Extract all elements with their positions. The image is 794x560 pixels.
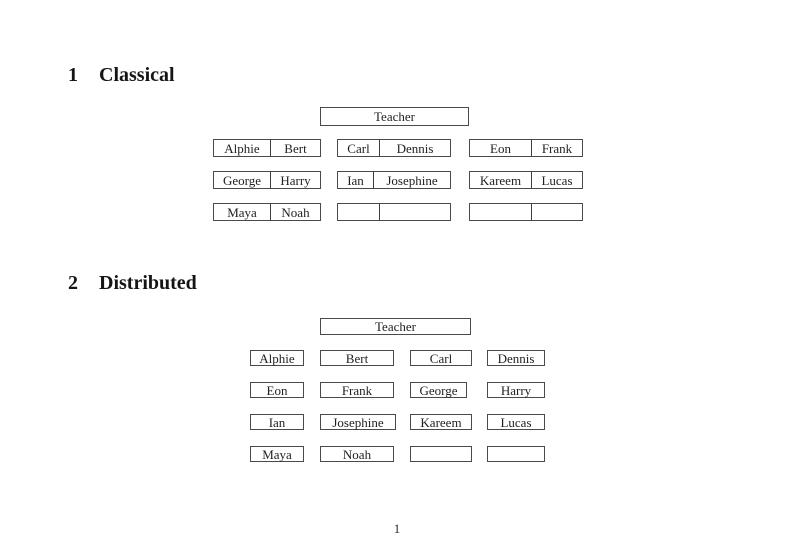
desk-maya: Maya [250, 446, 304, 462]
seat-noah: Noah [281, 204, 310, 220]
desk-ian: Ian [250, 414, 304, 430]
classical-table-alphie-bert: Alphie Bert [213, 139, 321, 157]
teacher-label: Teacher [375, 319, 416, 334]
seat-eon: Eon [470, 140, 532, 156]
classical-table-george-harry: George Harry [213, 171, 321, 189]
seat-josephine: Josephine [386, 172, 438, 188]
seat-frank: Frank [541, 140, 573, 156]
teacher-box-classical: Teacher [320, 107, 469, 126]
seat-ian: Ian [338, 172, 374, 188]
section-heading-classical: 1 Classical [68, 65, 175, 85]
desk-dennis: Dennis [487, 350, 545, 366]
desk-frank: Frank [320, 382, 394, 398]
desk-harry: Harry [487, 382, 545, 398]
classical-table-maya-noah: Maya Noah [213, 203, 321, 221]
seat-bert: Bert [284, 140, 307, 156]
desk-noah: Noah [320, 446, 394, 462]
page-number: 1 [393, 521, 401, 536]
seat-kareem: Kareem [470, 172, 532, 188]
desk-carl: Carl [410, 350, 472, 366]
seat-empty [532, 204, 582, 220]
seat-lucas: Lucas [541, 172, 573, 188]
seat-george: George [214, 172, 271, 188]
desk-george: George [410, 382, 467, 398]
desk-bert: Bert [320, 350, 394, 366]
desk-eon: Eon [250, 382, 304, 398]
section-number: 2 [68, 272, 78, 294]
desk-empty-2 [487, 446, 545, 462]
section-heading-distributed: 2 Distributed [68, 273, 197, 293]
classical-table-empty-1 [337, 203, 451, 221]
seat-empty [380, 204, 450, 220]
section-title: Classical [99, 64, 175, 86]
desk-empty-1 [410, 446, 472, 462]
desk-josephine: Josephine [320, 414, 396, 430]
desk-lucas: Lucas [487, 414, 545, 430]
seat-maya: Maya [214, 204, 271, 220]
classical-table-empty-2 [469, 203, 583, 221]
seat-carl: Carl [338, 140, 380, 156]
seat-empty [470, 204, 532, 220]
section-number: 1 [68, 64, 78, 86]
desk-kareem: Kareem [410, 414, 472, 430]
classical-table-kareem-lucas: Kareem Lucas [469, 171, 583, 189]
teacher-label: Teacher [374, 109, 415, 124]
desk-alphie: Alphie [250, 350, 304, 366]
seat-alphie: Alphie [214, 140, 271, 156]
teacher-box-distributed: Teacher [320, 318, 471, 335]
classical-table-ian-josephine: Ian Josephine [337, 171, 451, 189]
seat-empty [338, 204, 380, 220]
classical-table-eon-frank: Eon Frank [469, 139, 583, 157]
section-title: Distributed [99, 272, 197, 294]
seat-harry: Harry [280, 172, 311, 188]
classical-table-carl-dennis: Carl Dennis [337, 139, 451, 157]
seat-dennis: Dennis [396, 140, 434, 156]
